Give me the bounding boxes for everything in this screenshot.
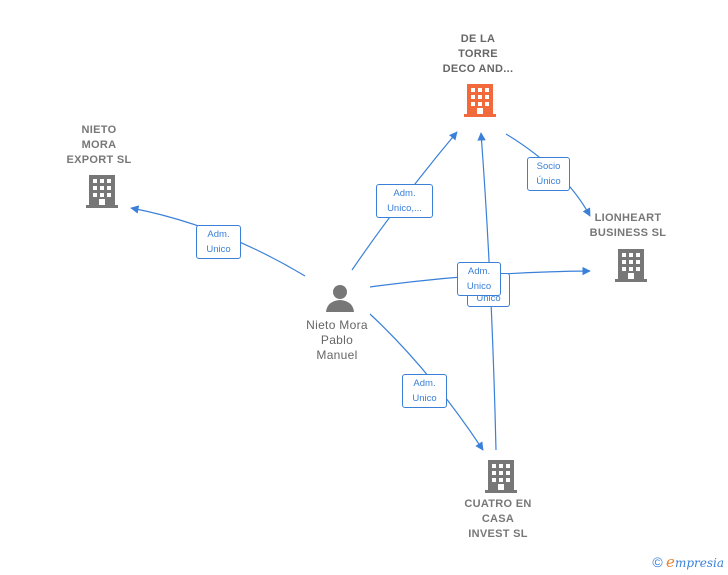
edge-label-line: Adm. [413, 378, 436, 389]
main-company-label-line: TORRE [458, 48, 498, 60]
edge-label-line: Adm. [393, 188, 416, 199]
copyright-symbol: © [652, 554, 663, 570]
edge-label-line: Unico [476, 293, 501, 304]
lionheart-company-label-line: BUSINESS SL [589, 227, 667, 239]
edge-label-line: Único [536, 176, 561, 187]
lionheart-building-icon[interactable] [615, 249, 647, 282]
export-company-label-line: NIETO [81, 124, 117, 136]
edge-label-to-cuatro: Adm. Unico [402, 374, 447, 408]
cuatro-company-label-line: INVEST SL [468, 528, 528, 540]
lionheart-company-label-line: LIONHEART [594, 212, 662, 224]
empresia-watermark[interactable]: © empresia [652, 553, 724, 571]
person-icon[interactable] [326, 285, 354, 312]
person-label-line: Manuel [316, 348, 358, 362]
edge-label-to-export: Adm. Unico [196, 225, 241, 259]
person-label-line: Pablo [320, 333, 354, 347]
edge-label-line: Unico [466, 281, 492, 292]
person-label-line: Nieto Mora [306, 318, 368, 332]
export-company-label-line: EXPORT SL [66, 154, 132, 166]
brand-logo-e: e [666, 553, 675, 571]
edge-label-line: Socio [536, 161, 561, 172]
main-company-building-icon[interactable] [464, 84, 496, 117]
edge-label-to-lionheart: Adm. Unico [457, 262, 501, 296]
brand-logo-text: mpresia [674, 556, 724, 570]
edge-label-line: Unico [412, 393, 437, 404]
edge-label-main-to-lionheart: Socio Único [527, 157, 570, 191]
cuatro-company-label[interactable]: CUATRO EN CASA INVEST SL [448, 497, 548, 542]
lionheart-company-label[interactable]: LIONHEART BUSINESS SL [578, 211, 678, 241]
export-company-label-line: MORA [81, 139, 117, 151]
brand-logo: empresia [666, 553, 724, 571]
main-company-label[interactable]: DE LA TORRE DECO AND... [428, 32, 528, 77]
cuatro-company-label-line: CUATRO EN [464, 498, 532, 510]
edge-label-line: Adm. [467, 266, 491, 277]
edge-label-line: Unico [206, 244, 231, 255]
export-building-icon[interactable] [86, 175, 118, 208]
edge-label-line: Adm. [207, 229, 230, 240]
cuatro-building-icon[interactable] [485, 460, 517, 493]
edge-label-to-main: Adm. Unico,... [376, 184, 433, 218]
main-company-label-line: DECO AND... [442, 63, 514, 75]
main-company-label-line: DE LA [460, 33, 496, 45]
edge-label-line: Unico,... [387, 203, 422, 214]
export-company-label[interactable]: NIETO MORA EXPORT SL [54, 123, 144, 168]
cuatro-company-label-line: CASA [481, 513, 515, 525]
person-label[interactable]: Nieto Mora Pablo Manuel [292, 318, 382, 363]
